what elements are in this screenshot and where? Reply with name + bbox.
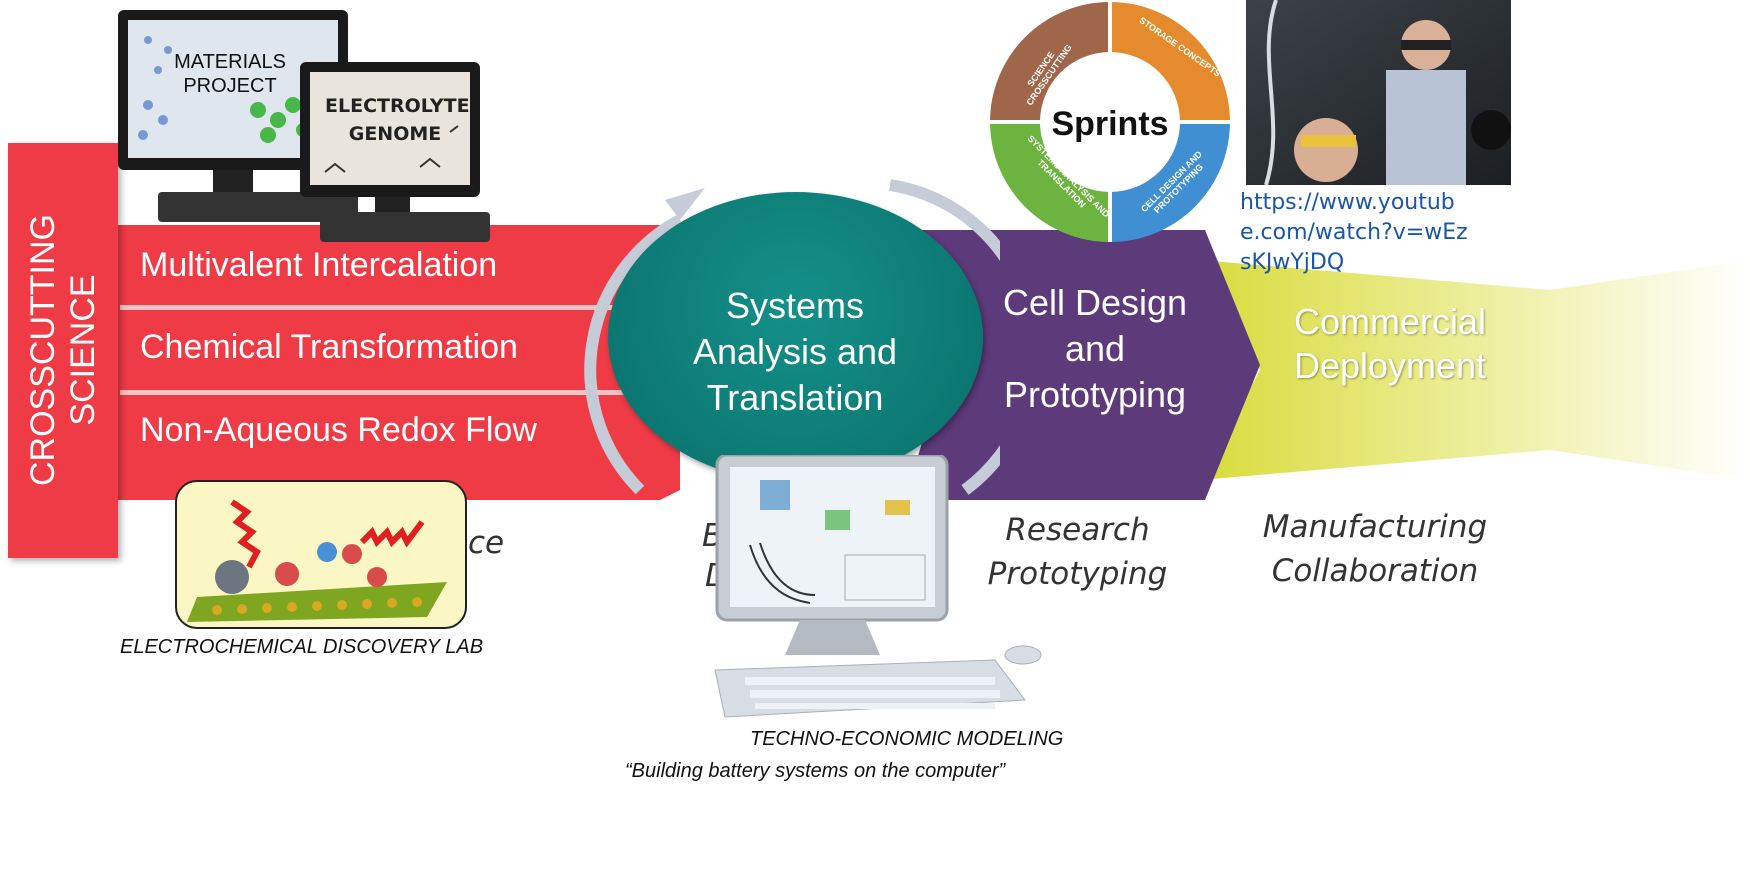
partial-label-ce: ce [468, 525, 505, 561]
systems-analysis-circle [608, 192, 983, 482]
materials-project-monitor [118, 10, 358, 222]
bar-label-multivalent: Multivalent Intercalation [140, 246, 498, 284]
commercial-deployment-beam [1200, 260, 1750, 480]
modeling-quote: “Building battery systems on the compute… [625, 760, 1006, 782]
lab-caption: ELECTROCHEMICAL DISCOVERY LAB [120, 636, 484, 658]
youtube-link[interactable]: https://www.youtube.com/watch?v=wEzsKJwY… [1240, 190, 1468, 275]
research-prototyping-label: Research Prototyping [987, 512, 1168, 592]
lab-photo [1246, 0, 1511, 185]
electrochemical-lab-image [175, 480, 467, 629]
modeling-caption: TECHNO-ECONOMIC MODELING [750, 728, 1064, 750]
cell-design-label: Cell Design and Prototyping [1002, 282, 1188, 415]
crosscutting-bars [110, 225, 680, 500]
techno-economic-computer [714, 455, 1042, 718]
bar-label-nonaqueous: Non-Aqueous Redox Flow [140, 411, 537, 449]
commercial-deployment-label: Commercial Deployment [1293, 301, 1487, 386]
crosscutting-label: CROSSCUTTING [24, 214, 62, 486]
systems-analysis-label: Systems Analysis and Translation [692, 285, 898, 418]
electrolyte-genome-text: ELECTROLYTE GENOME [325, 95, 470, 145]
electrolyte-genome-monitor [300, 62, 490, 242]
science-label: SCIENCE [64, 274, 102, 426]
cycle-arrows [584, 179, 1000, 495]
sprints-center-label: Sprints [1051, 105, 1169, 143]
materials-project-text: MATERIALS PROJECT [174, 51, 286, 97]
cell-design-chevron [905, 230, 1260, 500]
bar-label-chemical: Chemical Transformation [140, 328, 518, 366]
sprints-wheel [990, 2, 1230, 242]
crosscutting-science-block: CROSSCUTTING SCIENCE [8, 143, 118, 558]
manufacturing-collaboration-label: Manufacturing Collaboration [1262, 509, 1488, 589]
